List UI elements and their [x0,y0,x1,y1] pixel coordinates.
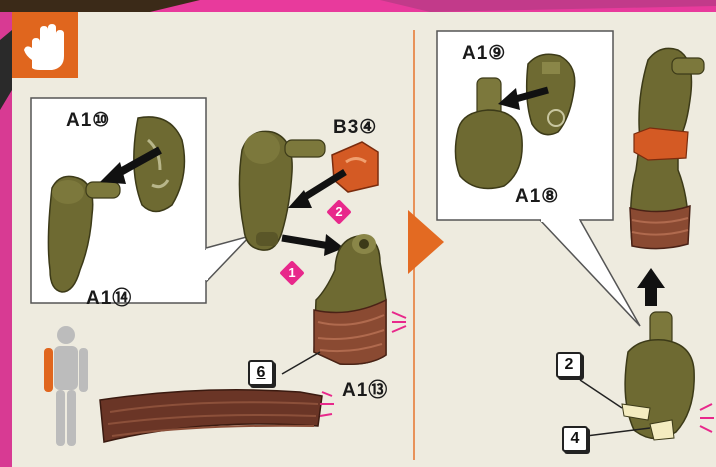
sticker-tag-4: 4 [562,426,588,452]
part-label-a1-9: A1⑨ [462,42,506,65]
sticker-tag-2: 2 [556,352,582,378]
part-label-a1-8: A1⑧ [515,185,559,208]
